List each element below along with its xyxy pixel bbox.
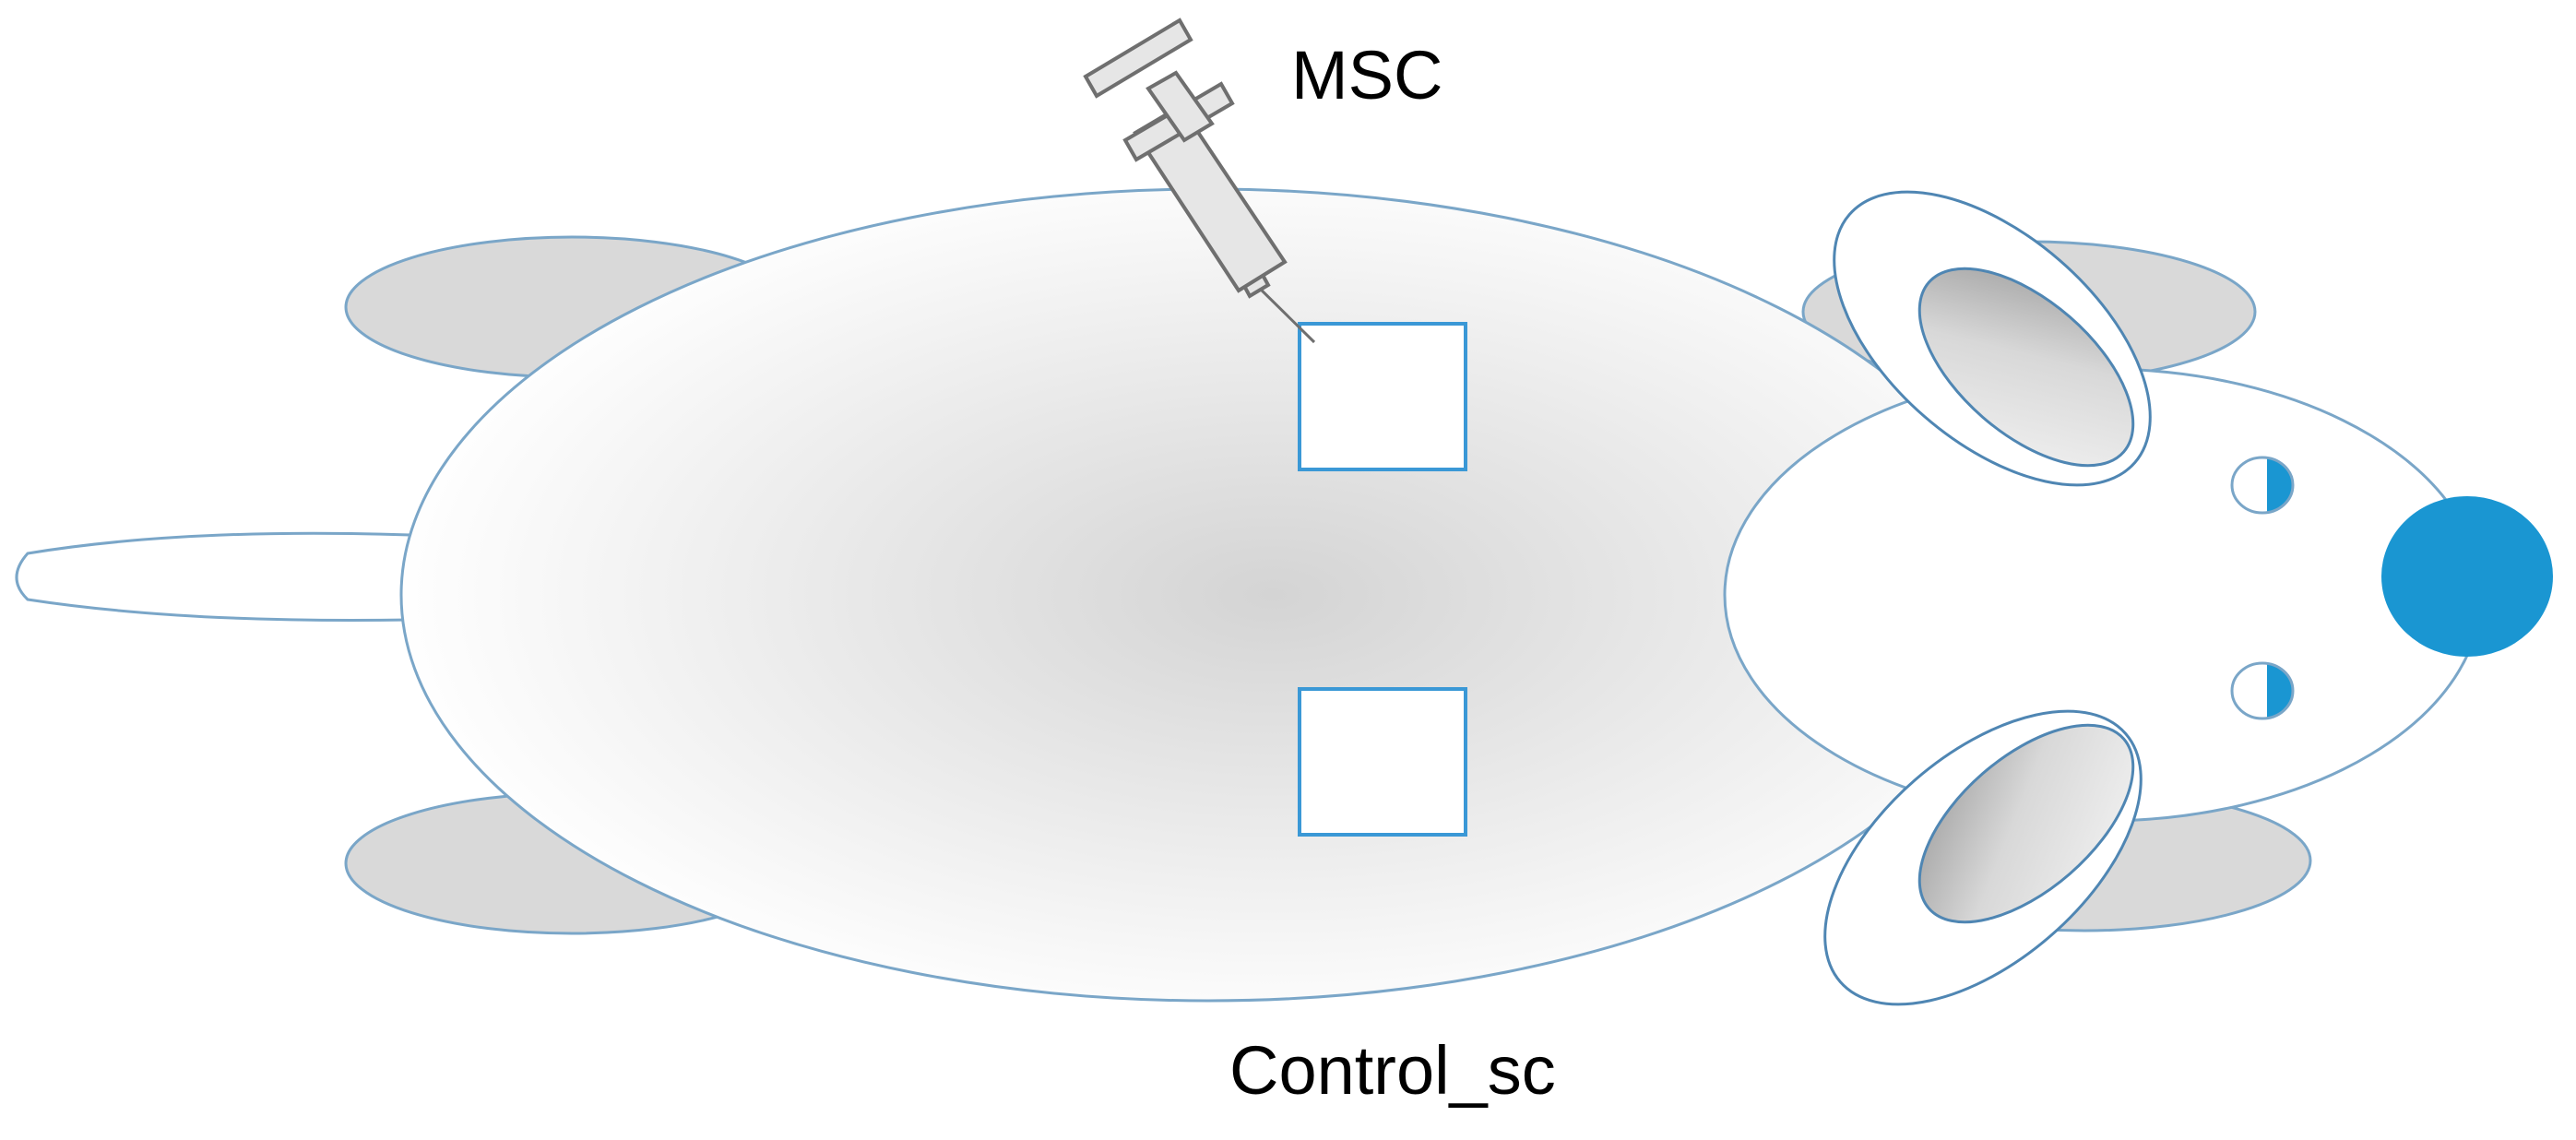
- msc-label: MSC: [1291, 37, 1442, 113]
- mouse-nose: [2381, 496, 2553, 657]
- eye-upper: [2230, 456, 2295, 515]
- control-site: [1298, 687, 1467, 837]
- control-sc-label: Control_sc: [1229, 1032, 1556, 1109]
- ear-lower: [1823, 709, 2143, 1006]
- syringe-icon: [1083, 18, 1316, 344]
- ear-upper: [1833, 190, 2152, 487]
- msc-injection-site: [1298, 322, 1467, 471]
- mouse-tail: [15, 531, 411, 623]
